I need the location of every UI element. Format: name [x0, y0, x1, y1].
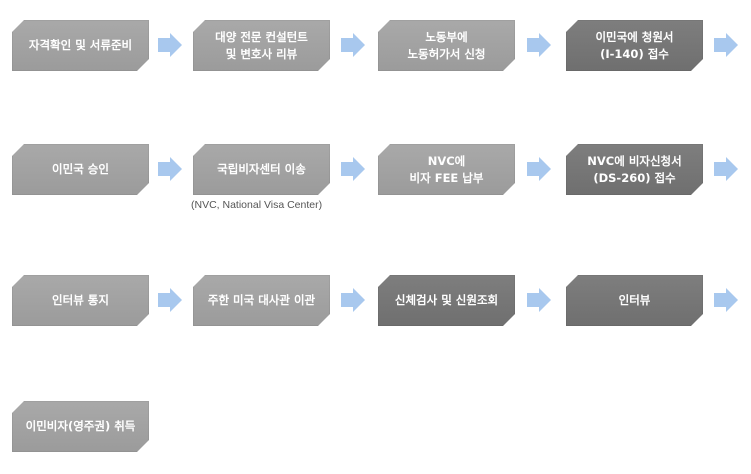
right-arrow-icon [158, 157, 182, 181]
right-arrow-icon [341, 157, 365, 181]
step-green-card-acquired: 이민비자(영주권) 취득 [12, 401, 149, 452]
step-label: 자격확인 및 서류준비 [28, 38, 133, 52]
step-ds260-submission: NVC에 비자신청서 (DS-260) 접수 [566, 144, 703, 195]
step-label: 인터뷰 [618, 293, 651, 307]
step-label: 이민국 승인 [52, 162, 109, 176]
step-eligibility-documents: 자격확인 및 서류준비 [12, 20, 149, 71]
step-interview-notice: 인터뷰 통지 [12, 275, 149, 326]
step-label: 신체검사 및 신원조회 [394, 293, 499, 307]
nvc-note: (NVC, National Visa Center) [191, 199, 323, 211]
step-nvc-transfer: 국립비자센터 이송 [193, 144, 330, 195]
right-arrow-icon [714, 33, 738, 57]
right-arrow-icon [158, 288, 182, 312]
step-uscis-approval: 이민국 승인 [12, 144, 149, 195]
step-medical-background-check: 신체검사 및 신원조회 [378, 275, 515, 326]
right-arrow-icon [341, 288, 365, 312]
step-label: NVC에 [427, 153, 466, 168]
right-arrow-icon [158, 33, 182, 57]
step-label: 및 변호사 리뷰 [225, 46, 298, 61]
right-arrow-icon [527, 33, 551, 57]
step-label: NVC에 비자신청서 [587, 153, 682, 168]
step-i140-petition: 이민국에 청원서 (I-140) 접수 [566, 20, 703, 71]
right-arrow-icon [527, 157, 551, 181]
step-interview: 인터뷰 [566, 275, 703, 326]
right-arrow-icon [527, 288, 551, 312]
step-label: 이민비자(영주권) 취득 [25, 419, 136, 433]
step-label: 노동부에 [425, 29, 468, 44]
step-label: 대양 전문 컨설턴트 [215, 29, 308, 44]
step-label: (I-140) 접수 [600, 46, 669, 61]
step-embassy-transfer: 주한 미국 대사관 이관 [193, 275, 330, 326]
step-label: 국립비자센터 이송 [217, 162, 306, 176]
step-label: 인터뷰 통지 [52, 293, 109, 307]
step-label: 노동허가서 신청 [407, 46, 486, 61]
right-arrow-icon [714, 157, 738, 181]
right-arrow-icon [341, 33, 365, 57]
step-label: (DS-260) 접수 [593, 170, 676, 185]
step-label: 비자 FEE 납부 [409, 170, 484, 185]
right-arrow-icon [714, 288, 738, 312]
step-label: 주한 미국 대사관 이관 [207, 293, 316, 307]
step-label: 이민국에 청원서 [595, 29, 674, 44]
